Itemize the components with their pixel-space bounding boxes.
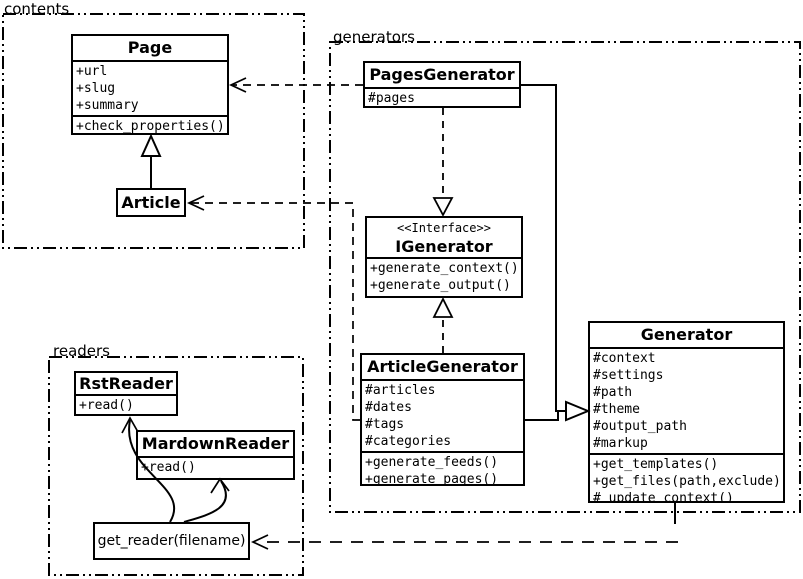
class-title: Page [127,38,173,57]
method: +generate_context() [370,261,519,276]
class-title: MardownReader [141,434,290,453]
attribute: +slug [76,81,116,96]
attribute: #dates [365,400,412,415]
method: +read() [141,460,196,475]
class-box-pages-generator: PagesGenerator #pages [363,61,521,108]
class-title: PagesGenerator [369,65,515,84]
method: +read() [79,398,134,413]
method: #_update_context() [593,491,734,503]
class-title: IGenerator [395,237,493,256]
class-title: Article [121,193,181,212]
attribute: #settings [593,368,664,383]
operation-box-get-reader: get_reader(filename) [93,522,250,560]
operation-label: get_reader(filename) [97,533,246,549]
class-box-generator: Generator #context #settings #path #them… [588,321,785,503]
class-box-article: Article [116,188,186,217]
inheritance-line-pagesgenerator-to-generator [521,84,566,412]
realization-triangle-at-igenerator-top [432,197,454,217]
package-label-contents: contents [4,0,70,18]
attribute: #pages [368,91,415,106]
method: +generate_output() [370,278,511,293]
class-title: ArticleGenerator [367,357,518,376]
package-label-generators: generators [333,28,415,46]
attribute: +url [76,64,108,79]
attribute: #context [593,351,656,366]
methods-compartment: +get_templates() +get_files(path,exclude… [590,453,783,503]
open-arrowhead-at-article [186,195,205,211]
method: +generate_feeds() [365,455,499,470]
open-arrowhead-at-getreader [250,534,269,550]
method: +get_files(path,exclude) [593,474,781,489]
methods-compartment: +generate_feeds() +generate_pages() [362,451,523,486]
inheritance-triangle-at-generator [565,400,591,422]
attributes-compartment: #context #settings #path #theme #output_… [590,347,783,453]
class-stereotype: <<Interface>> [397,221,491,235]
class-title: Generator [640,325,733,344]
class-box-igenerator: <<Interface>> IGenerator +generate_conte… [365,216,523,298]
class-box-article-generator: ArticleGenerator #articles #dates #tags … [360,353,525,486]
method: +get_templates() [593,457,719,472]
attribute: #path [593,385,633,400]
inheritance-triangle-article-to-page [140,133,162,157]
methods-compartment: +read() [76,394,176,414]
attribute: #theme [593,402,640,417]
attribute: #markup [593,436,648,451]
attribute: #output_path [593,419,687,434]
attributes-compartment: #pages [365,87,519,106]
class-box-page: Page +url +slug +summary +check_properti… [71,34,229,135]
attribute: #categories [365,434,452,449]
method: +generate_pages() [365,472,499,486]
package-label-readers: readers [53,342,110,360]
attributes-compartment: +url +slug +summary [73,60,227,115]
open-arrowhead-at-page [228,77,247,93]
class-title: RstReader [79,374,173,393]
methods-compartment: +generate_context() +generate_output() [367,257,521,295]
association-curve-getreader-to-mardownreader [183,480,227,523]
attribute: #tags [365,417,405,432]
methods-compartment: +check_properties() [73,115,227,134]
realization-triangle-at-igenerator-bottom [432,296,454,318]
open-arrowhead-at-mardownreader [210,477,230,494]
attribute: +summary [76,98,139,113]
inheritance-line-articlegenerator-to-generator [525,411,559,421]
class-box-mardown-reader: MardownReader +read() [136,430,295,480]
dependency-line-articlegenerator-to-article [191,202,360,421]
attributes-compartment: #articles #dates #tags #categories [362,379,523,451]
attribute: #articles [365,383,436,398]
method: +check_properties() [76,119,225,134]
methods-compartment: +read() [138,456,293,477]
class-box-rst-reader: RstReader +read() [74,371,178,416]
